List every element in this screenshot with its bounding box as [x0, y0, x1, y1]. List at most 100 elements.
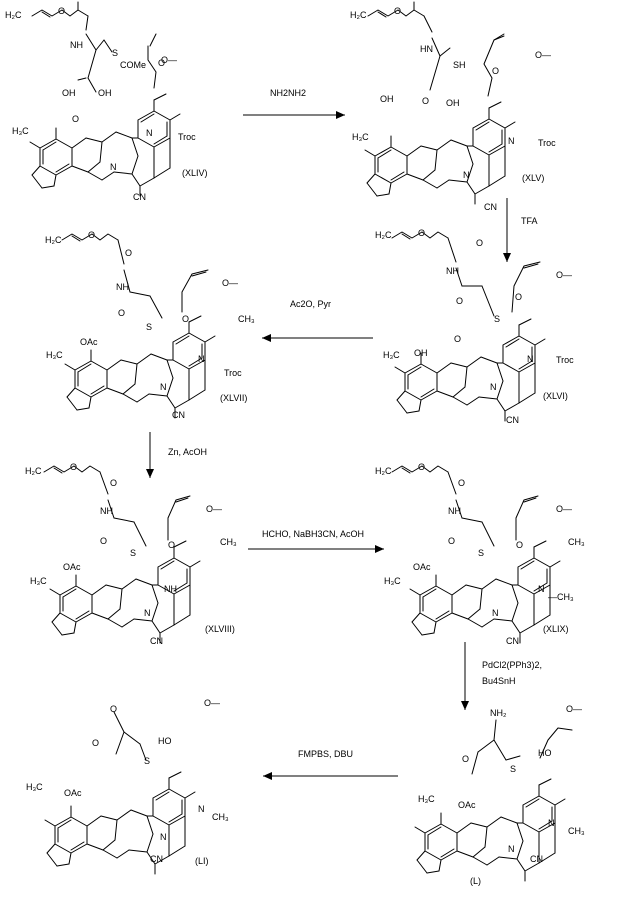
atom-cn: CN: [150, 854, 163, 864]
compound-label-XLV: (XLV): [522, 173, 544, 183]
arrow-step-3: [262, 334, 373, 342]
atom-o: O: [182, 314, 189, 324]
atom-nh: NH: [70, 40, 83, 50]
reagent-step-4: Zn, AcOH: [168, 447, 207, 457]
compound-label-XLIX: (XLIX): [543, 624, 569, 634]
compound-label-XLVI: (XLVI): [543, 391, 568, 401]
atom-cn: CN: [172, 410, 185, 420]
atom-o: O: [158, 58, 165, 68]
compound-XLIX: H₂C O O NH S O OAc H₃C N —CH₃ N CN O O— …: [375, 462, 585, 646]
arrow-step-1: [243, 111, 345, 119]
atom-o: O: [118, 308, 125, 318]
atom-nh2: NH₂: [490, 708, 507, 718]
compound-XLIV: H₂C O O NH S COMe OH OH O H₃C N N Troc C…: [5, 0, 196, 202]
atom-ome: O—: [206, 504, 222, 514]
atom-ome: O—: [161, 55, 177, 65]
atom-ome: O—: [535, 50, 551, 60]
atom-n: N: [548, 818, 555, 828]
atom-o: O: [448, 536, 455, 546]
atom-s: S: [130, 548, 136, 558]
compound-LI: O O S OAc H₃C HO N CH₃ N CN O—: [26, 698, 229, 875]
atom-s: S: [510, 764, 516, 774]
atom-ome: O—: [222, 278, 238, 288]
atom-o: O: [492, 66, 499, 76]
atom-troc: Troc: [556, 355, 574, 365]
atom-oac: OAc: [80, 337, 98, 347]
atom-nh: NH: [100, 506, 113, 516]
reagent-step-3: Ac2O, Pyr: [290, 299, 331, 309]
atom-n: N: [508, 136, 515, 146]
atom-oac: OAc: [413, 562, 431, 572]
atom-o: O: [412, 0, 419, 2]
atom-n: N: [508, 844, 515, 854]
atom-oh: OH: [98, 88, 112, 98]
atom-nh: NH: [448, 506, 461, 516]
atom-n: N: [146, 128, 153, 138]
atom-o: O: [454, 334, 461, 344]
atom-ch3: CH₃: [568, 537, 585, 547]
atom-o: O: [100, 536, 107, 546]
atom-o: O: [72, 114, 79, 124]
atom-oh: OH: [62, 88, 76, 98]
atom-n: N: [160, 832, 167, 842]
atom-ome: O—: [204, 698, 220, 708]
atom-ho: HO: [158, 736, 172, 746]
atom-nh-ring: NH: [164, 584, 177, 594]
atom-h3c: H₃C: [30, 576, 47, 586]
atom-oh: OH: [380, 94, 394, 104]
atom-s: S: [144, 756, 150, 766]
atom-oh: OH: [446, 98, 460, 108]
atom-o: O: [110, 704, 117, 714]
atom-n: N: [160, 382, 167, 392]
compound-label-XLIV: (XLIV): [182, 168, 208, 178]
atom-cn: CN: [530, 854, 543, 864]
reagent-step-7: FMPBS, DBU: [298, 749, 353, 759]
reagent-step-6-line-2: Bu4SnH: [482, 676, 516, 686]
atom-ch3: CH₃: [220, 537, 237, 547]
atom-h3c: H₃C: [352, 132, 369, 142]
atom-h2c: H₂C: [350, 10, 367, 20]
atom-nh: NH: [446, 266, 459, 276]
atom-o: O: [58, 6, 65, 16]
atom-o: O: [456, 296, 463, 306]
atom-o: O: [70, 462, 77, 472]
atom-o: O: [418, 462, 425, 472]
atom-o: O: [110, 478, 117, 488]
atom-ome: O—: [556, 270, 572, 280]
compound-XLV: H₂C O O HN SH OH OH O H₃C N N Troc CN O …: [350, 0, 556, 212]
arrow-step-6: [461, 642, 469, 710]
atom-o: O: [515, 292, 522, 302]
atom-ocome: COMe: [120, 60, 146, 70]
atom-h3c: H₃C: [384, 576, 401, 586]
atom-n: N: [110, 162, 117, 172]
arrow-step-7: [263, 772, 398, 780]
atom-h2c: H₂C: [25, 466, 42, 476]
atom-s: S: [146, 322, 152, 332]
atom-n: N: [490, 382, 497, 392]
atom-nh: NH: [116, 282, 129, 292]
atom-h3c: H₃C: [26, 782, 43, 792]
atom-n: N: [492, 608, 499, 618]
compound-L: NH₂ S O OAc H₃C HO N CH₃ N CN O—: [414, 704, 585, 882]
atom-h2c: H₂C: [45, 235, 62, 245]
atom-o: O: [458, 478, 465, 488]
atom-cn: CN: [506, 636, 519, 646]
atom-cn: CN: [484, 202, 497, 212]
atom-o: O: [422, 96, 429, 106]
atom-o: O: [76, 0, 83, 2]
atom-oac: OAc: [64, 788, 82, 798]
reagent-step-1: NH2NH2: [270, 88, 306, 98]
atom-o: O: [88, 230, 95, 240]
reagent-labels: NH2NH2 TFA Ac2O, Pyr Zn, AcOH HCHO, NaBH…: [168, 88, 542, 759]
atom-troc: Troc: [178, 132, 196, 142]
atom-s: S: [112, 48, 118, 58]
atom-o: O: [92, 738, 99, 748]
atom-oac: OAc: [63, 562, 81, 572]
atom-ch3: CH₃: [238, 314, 255, 324]
reagent-step-6-line-1: PdCl2(PPh3)2,: [482, 660, 542, 670]
atom-troc: Troc: [224, 368, 242, 378]
atom-troc: Troc: [538, 138, 556, 148]
atom-n: N: [198, 804, 205, 814]
atom-h2c: H₂C: [375, 466, 392, 476]
